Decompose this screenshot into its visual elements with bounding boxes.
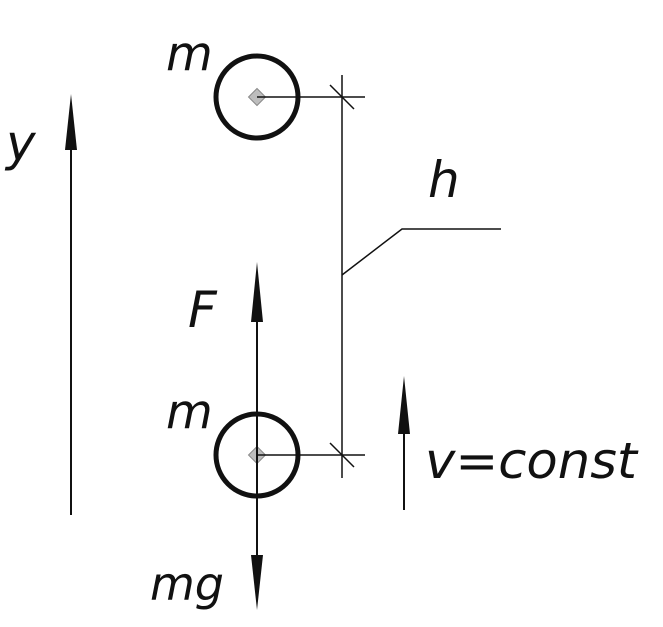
gravity-arrow	[251, 455, 263, 610]
gravity-label: mg	[150, 557, 224, 611]
force-label: F	[188, 281, 218, 339]
height-label: h	[428, 151, 460, 209]
y-axis-arrow	[65, 94, 77, 515]
velocity-label: v=const	[425, 432, 639, 490]
bottom-mass-label: m	[166, 384, 213, 440]
height-dimension	[257, 75, 365, 478]
velocity-arrow	[398, 376, 410, 510]
height-leader-line	[341, 228, 501, 276]
force-arrow	[251, 262, 263, 455]
top-mass-label: m	[166, 26, 213, 82]
y-axis-label: y	[4, 114, 37, 172]
